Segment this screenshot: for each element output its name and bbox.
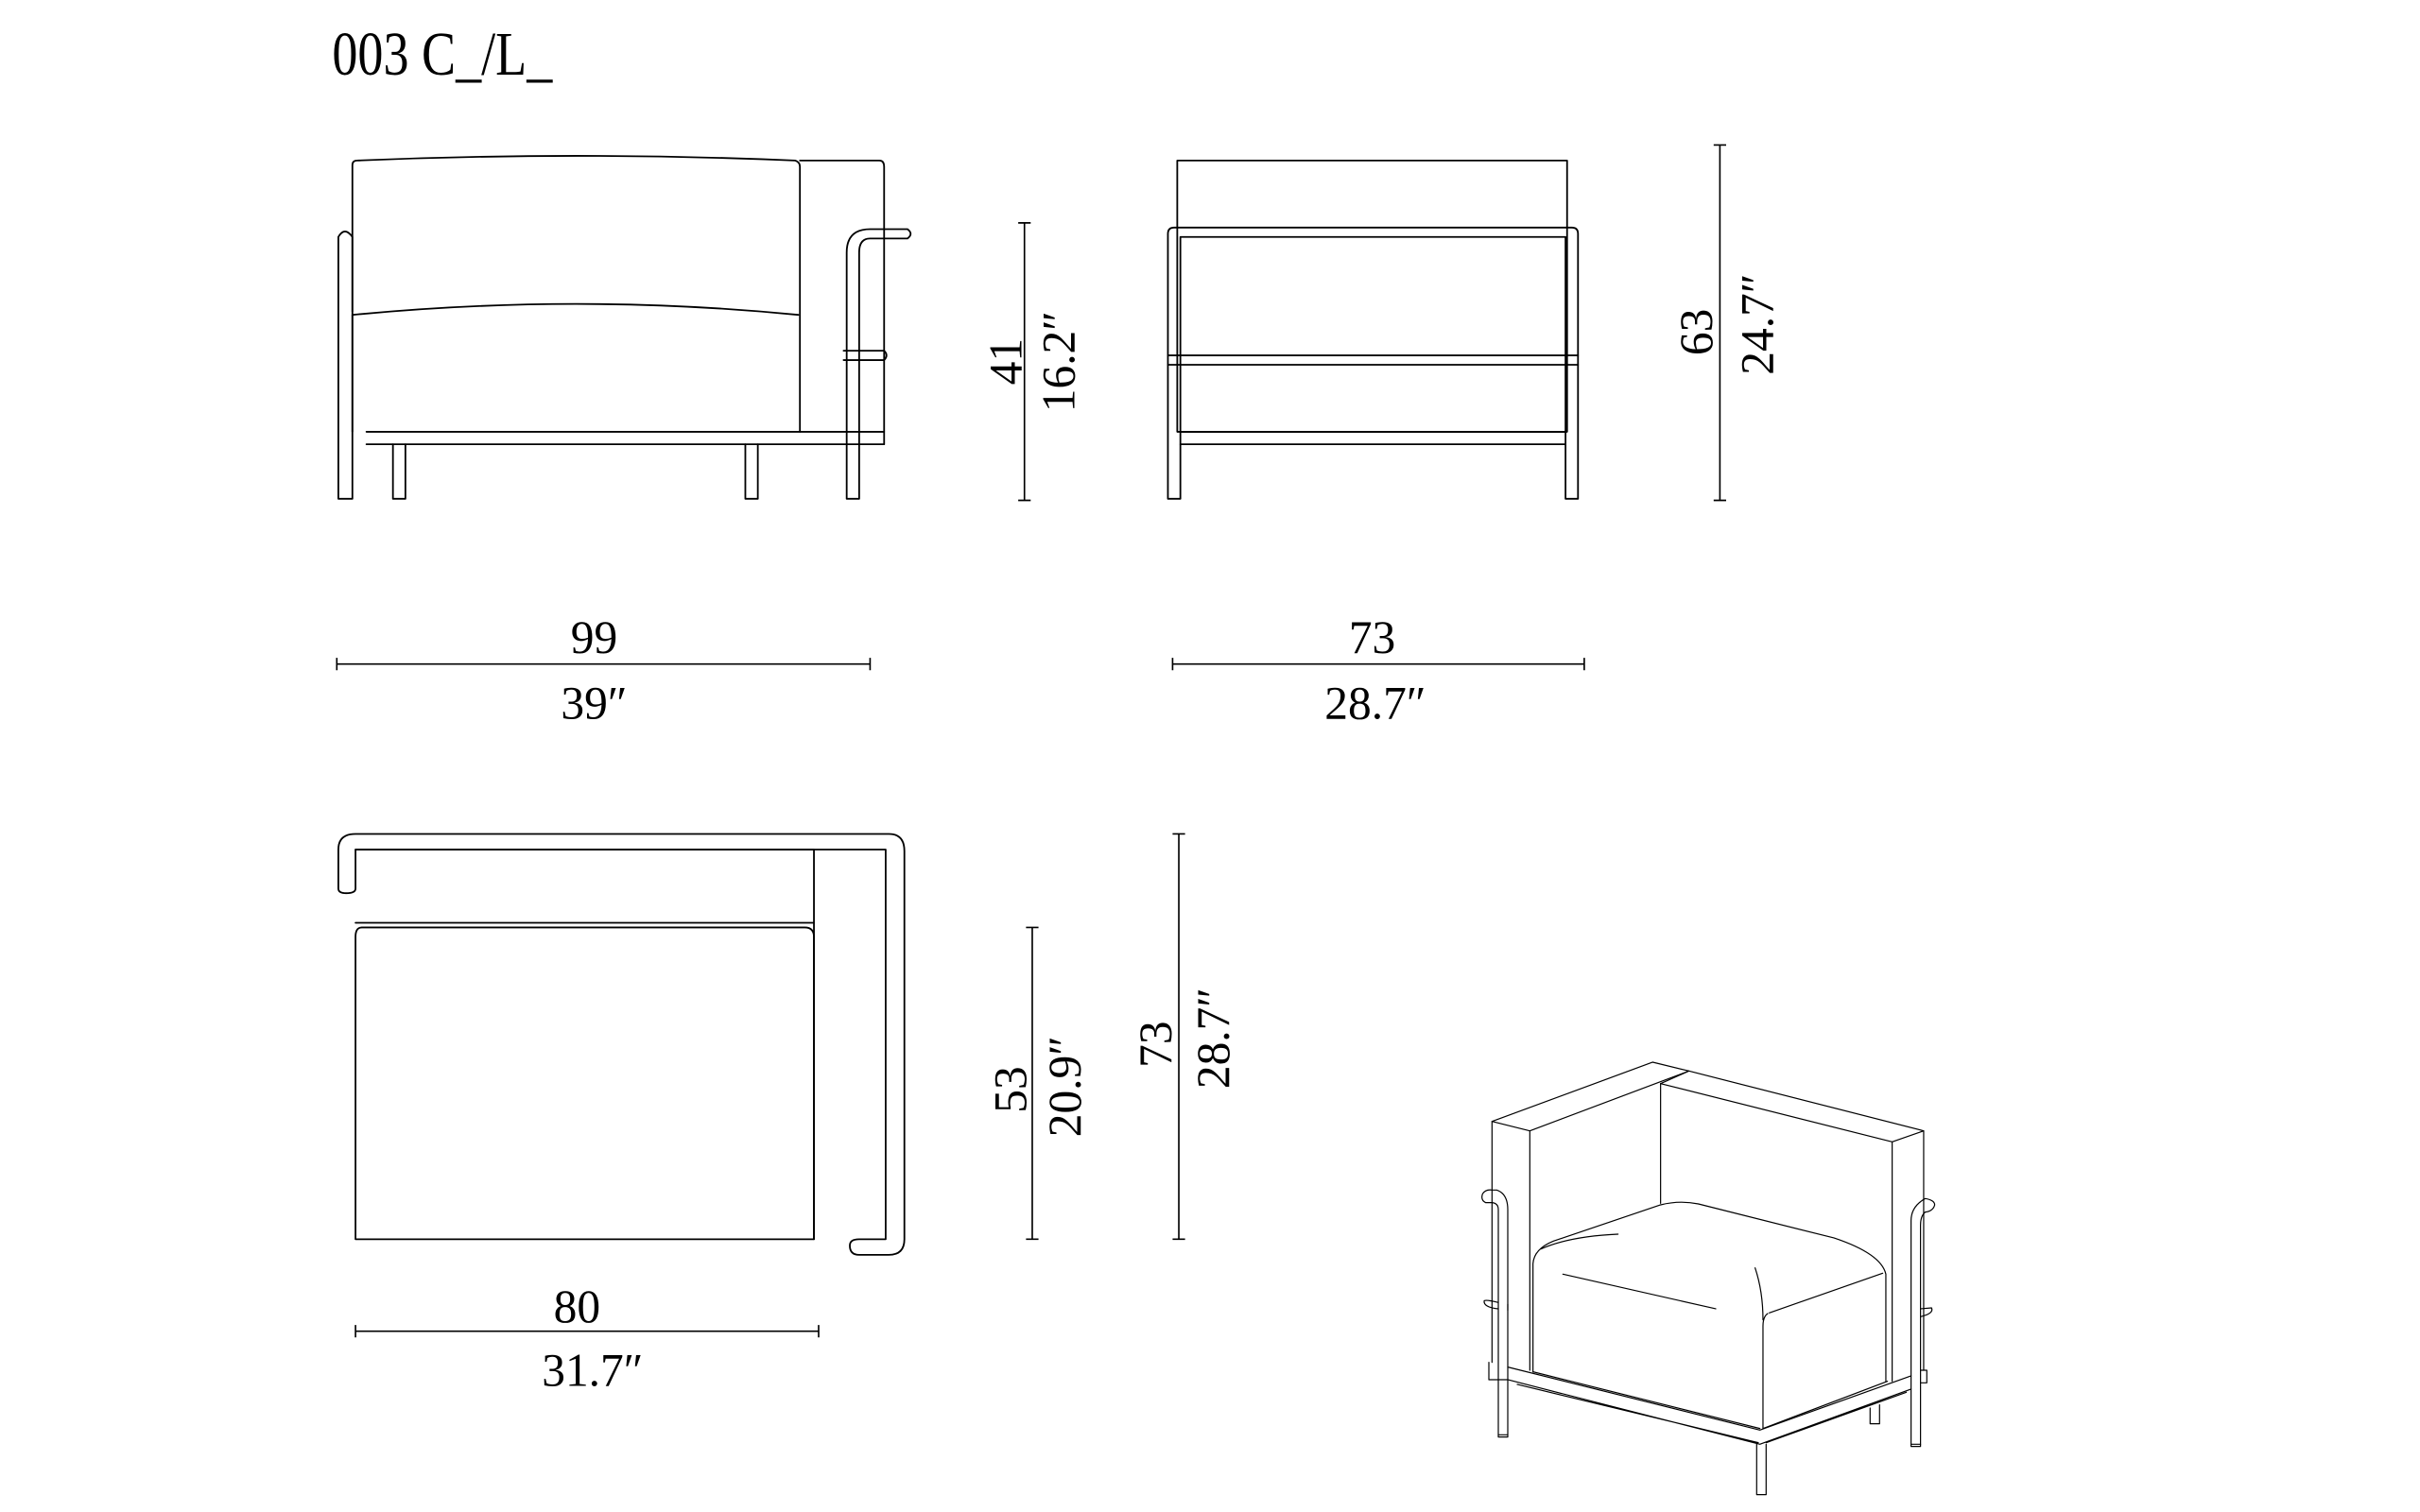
dim-73-top-cm: 73 xyxy=(1130,1021,1182,1067)
drawing-title: 003 C_/L_ xyxy=(332,20,553,89)
dim-39-inch: 39″ xyxy=(561,677,627,729)
dim-53-cm: 53 xyxy=(984,1066,1036,1112)
dimension-front-width: 99 39″ xyxy=(336,611,872,729)
dimension-front-height: 41 16.2″ xyxy=(979,222,1085,502)
isometric-view xyxy=(1481,1061,1936,1496)
top-view xyxy=(337,833,906,1256)
dim-63-cm: 63 xyxy=(1670,309,1722,355)
dim-31-7-inch: 31.7″ xyxy=(542,1344,643,1396)
dim-20-9-inch: 20.9″ xyxy=(1039,1036,1091,1137)
dim-41-cm: 41 xyxy=(979,338,1031,385)
dim-24-7-inch: 24.7″ xyxy=(1731,274,1783,375)
front-view xyxy=(337,155,912,500)
dimension-overall-height: 63 24.7″ xyxy=(1670,144,1783,502)
dim-99-cm: 99 xyxy=(571,611,617,663)
dimension-top-depth: 73 28.7″ xyxy=(1130,833,1239,1241)
dimension-seat-depth: 53 20.9″ xyxy=(984,926,1091,1241)
dim-28-7-inch: 28.7″ xyxy=(1324,677,1426,729)
dim-16-2-inch: 16.2″ xyxy=(1033,311,1085,412)
dim-80-cm: 80 xyxy=(554,1280,600,1332)
dim-73-cm: 73 xyxy=(1349,611,1395,663)
dimension-side-depth: 73 28.7″ xyxy=(1171,611,1585,729)
dim-28-7-top-inch: 28.7″ xyxy=(1187,988,1239,1089)
side-view xyxy=(1167,159,1580,500)
dimension-seat-width: 80 31.7″ xyxy=(354,1280,820,1396)
